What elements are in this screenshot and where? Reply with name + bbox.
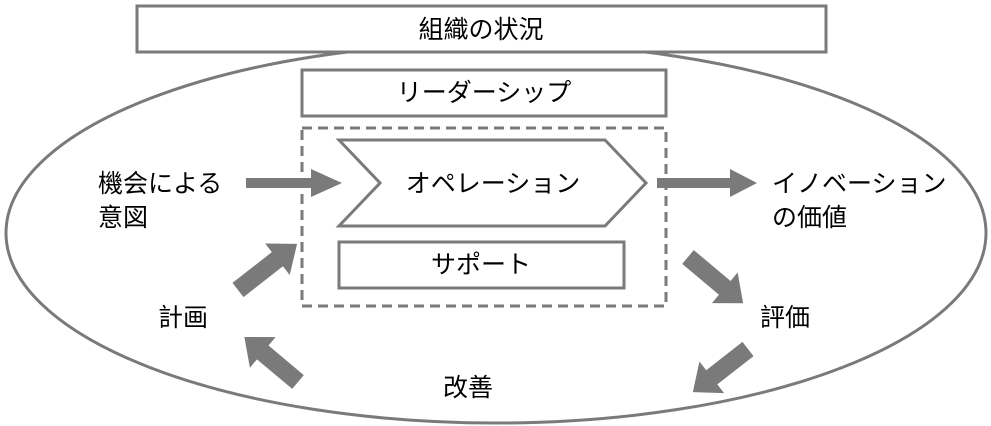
improve-arrow-left [244, 337, 304, 389]
operation-boundary [300, 126, 668, 308]
operation-chevron [335, 138, 649, 228]
leadership-label: リーダーシップ [397, 78, 572, 107]
input-label-line1: 機会による [98, 169, 222, 198]
output-label-line2: の価値 [772, 203, 847, 232]
input-arrow [246, 169, 342, 197]
plan-label: 計画 [158, 303, 208, 332]
leadership-box [300, 68, 668, 118]
input-label-line2: 意図 [98, 203, 148, 232]
support-label: サポート [431, 250, 531, 279]
title-box [135, 4, 828, 54]
improve-arrow-right [692, 341, 754, 394]
evaluate-label: 評価 [760, 303, 810, 332]
plan-arrow [232, 243, 298, 298]
output-arrow [657, 169, 757, 197]
title-label: 組織の状況 [418, 15, 543, 44]
output-label-line1: イノベーション [772, 169, 947, 198]
support-box [337, 240, 626, 290]
operation-label: オペレーション [406, 169, 581, 198]
evaluate-arrow [682, 250, 744, 304]
improve-label: 改善 [443, 373, 493, 402]
